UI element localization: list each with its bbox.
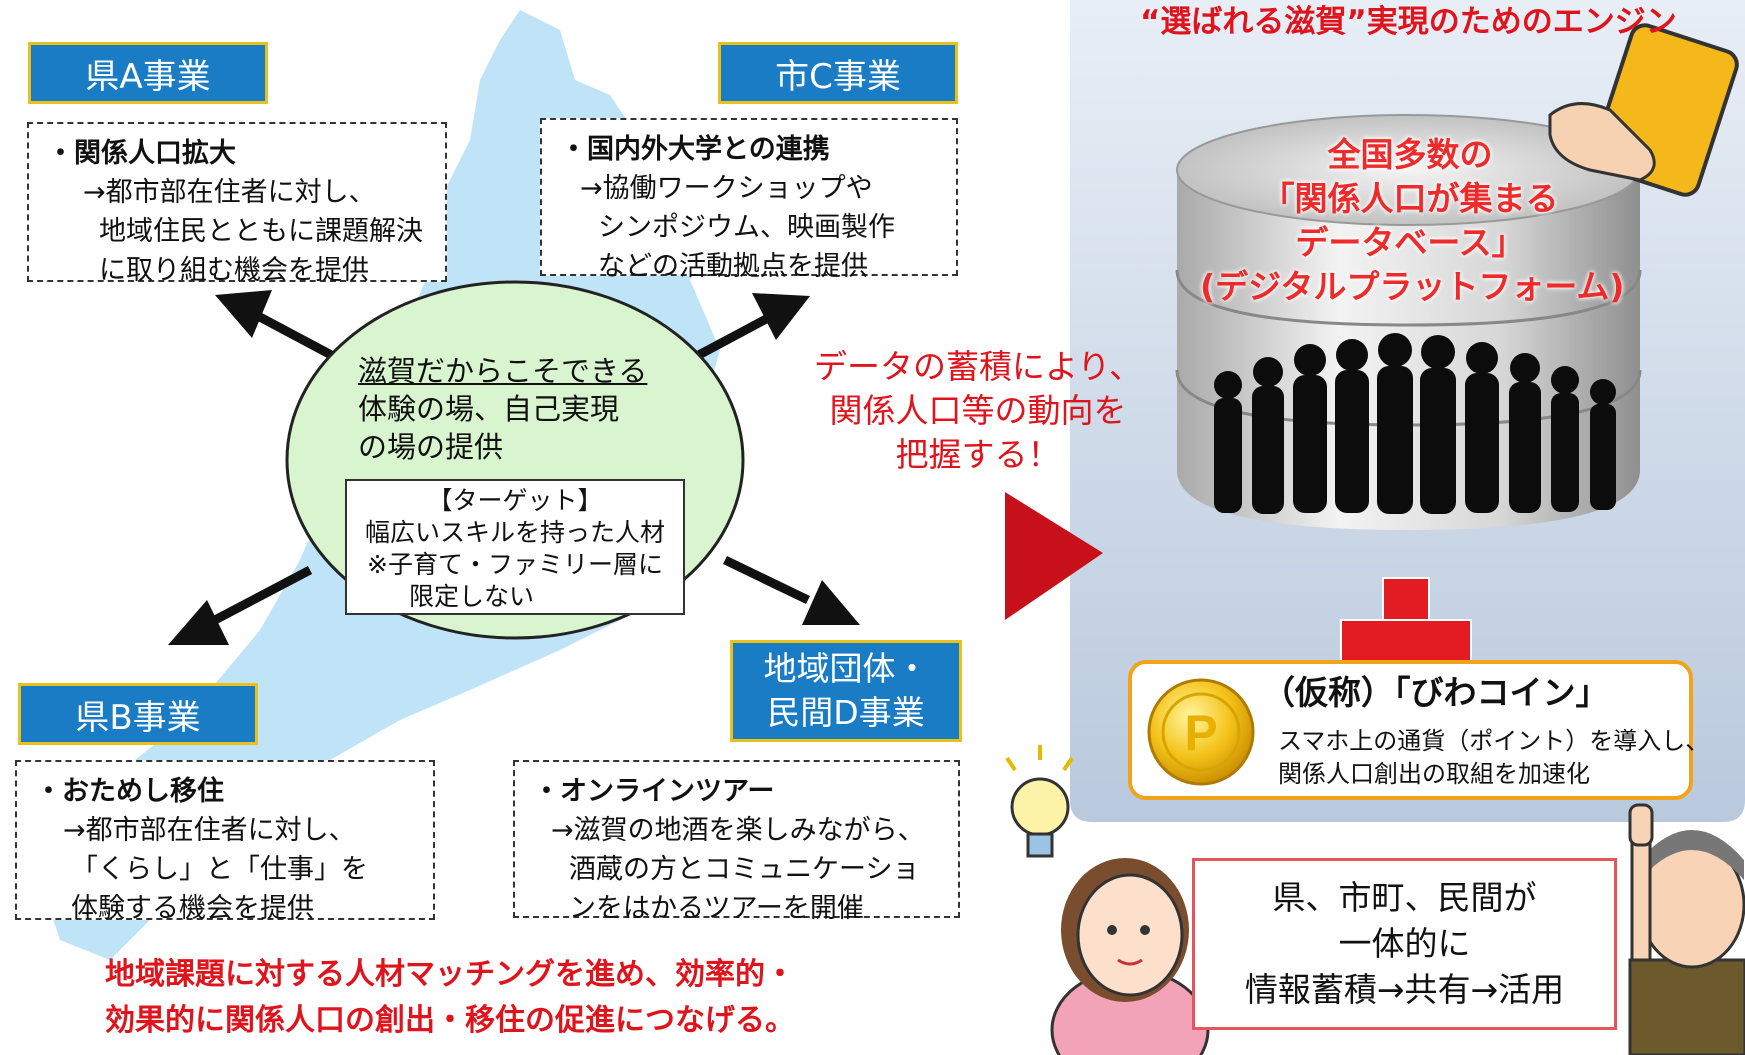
arrow-text-line-2: 関係人口等の動向を [829,391,1127,430]
coin-line-2: 関係人口創出の取組を加速化 [1278,760,1590,788]
label-project-d-line-2: 民間D事業 [767,693,925,732]
project-a-line-2: 地域住民とともに課題解決 [99,216,423,247]
collab-line-2: 一体的に [1338,924,1471,963]
database-line-4: (デジタルプラットフォーム) [1200,267,1625,306]
database-line-1: 全国多数の [1327,135,1493,174]
project-b-line-2: 「くらし」と「仕事」を [71,854,368,885]
project-d-box: ・オンラインツアー →滋賀の地酒を楽しみながら、 酒蔵の方とコミュニケーショ ン… [513,760,960,924]
database-line-3: データベース」 [1295,223,1525,262]
man-pointing-icon [1628,803,1745,1055]
coin-title: （仮称）「びわコイン」 [1262,673,1609,712]
target-line-3: ※子育て・ファミリー層に [367,550,663,579]
center-line-1: 体験の場、自己実現 [358,392,620,426]
arrow-text: データの蓄積により、 関係人口等の動向を 把握する！ [812,345,1144,477]
collab-line-3: 情報蓄積→共有→活用 [1244,970,1565,1009]
project-c-line-2: シンポジウム、映画製作 [598,212,895,243]
coin-line-1: スマホ上の通貨（ポイント）を導入し、 [1278,727,1710,755]
lightbulb-icon [1005,745,1074,858]
people-silhouette-icon [1214,333,1616,514]
coin-panel: P （仮称）「びわコイン」 スマホ上の通貨（ポイント）を導入し、 関係人口創出の… [1128,660,1709,800]
bottom-conclusion: 地域課題に対する人材マッチングを進め、効率的・ 効果的に関係人口の創出・移住の促… [105,952,795,1044]
project-b-line-1: →都市部在住者に対し、 [63,815,356,846]
database-line-2: 「関係人口が集まる [1261,179,1559,218]
project-c-box: ・国内外大学との連携 →協働ワークショップや シンポジウム、映画製作 などの活動… [540,118,958,282]
bottom-line-1: 地域課題に対する人材マッチングを進め、効率的・ [105,957,795,992]
target-box: 【ターゲット】 幅広いスキルを持った人材 ※子育て・ファミリー層に 限定しない [345,479,685,615]
project-d-line-2: 酒蔵の方とコミュニケーショ [569,854,920,885]
tablet-hand-icon [1548,23,1739,197]
label-project-c: 市C事業 [718,42,958,104]
collab-line-1: 県、市町、民間が [1272,878,1537,917]
spoke-arrows [168,290,860,645]
project-c-line-3: などの活動拠点を提供 [598,251,868,282]
center-text: 滋賀だからこそできる 体験の場、自己実現 の場の提供 [358,352,647,466]
project-a-line-3: に取り組む機会を提供 [99,255,369,286]
target-line-2: 幅広いスキルを持った人材 [364,518,665,547]
project-d-line-1: →滋賀の地酒を楽しみながら、 [551,815,925,846]
center-line-2: の場の提供 [358,430,504,464]
project-a-box: ・関係人口拡大 →都市部在住者に対し、 地域住民とともに課題解決 に取り組む機会… [27,122,447,286]
arrow-text-line-1: データの蓄積により、 [813,347,1143,386]
project-a-title: ・関係人口拡大 [47,138,236,169]
project-c-line-1: →協働ワークショップや [580,173,873,204]
play-triangle-icon [1005,492,1103,620]
project-d-title: ・オンラインツアー [533,776,775,807]
project-d-line-3: ンをはかるツアーを開催 [569,893,864,924]
project-b-title: ・おためし移住 [35,776,224,807]
project-b-line-3: 体験する機会を提供 [71,893,314,924]
coin-symbol: P [1184,705,1217,761]
label-project-d-line-1: 地域団体・ [763,649,929,688]
label-project-d: 地域団体・ 民間D事業 [730,640,962,742]
coin-icon: P [1147,678,1255,786]
target-line-4: 限定しない [409,582,535,611]
woman-icon [1050,858,1210,1055]
label-project-a: 県A事業 [28,42,268,104]
project-c-title: ・国内外大学との連携 [560,134,830,165]
label-project-b: 県B事業 [18,683,258,745]
target-line-1: 【ターゲット】 [427,486,603,515]
collaboration-box: 県、市町、民間が 一体的に 情報蓄積→共有→活用 [1192,858,1617,1030]
project-a-line-1: →都市部在住者に対し、 [83,177,376,208]
center-underlined: 滋賀だからこそできる [358,354,648,388]
database-text: 全国多数の 「関係人口が集まる データベース」 (デジタルプラットフォーム) [1200,133,1625,309]
bottom-line-2: 効果的に関係人口の創出・移住の促進につなげる。 [105,1003,795,1038]
arrow-text-line-3: 把握する！ [895,435,1061,474]
project-b-box: ・おためし移住 →都市部在住者に対し、 「くらし」と「仕事」を 体験する機会を提… [15,760,435,924]
headline: “選ばれる滋賀”実現のためのエンジン [1140,4,1677,40]
